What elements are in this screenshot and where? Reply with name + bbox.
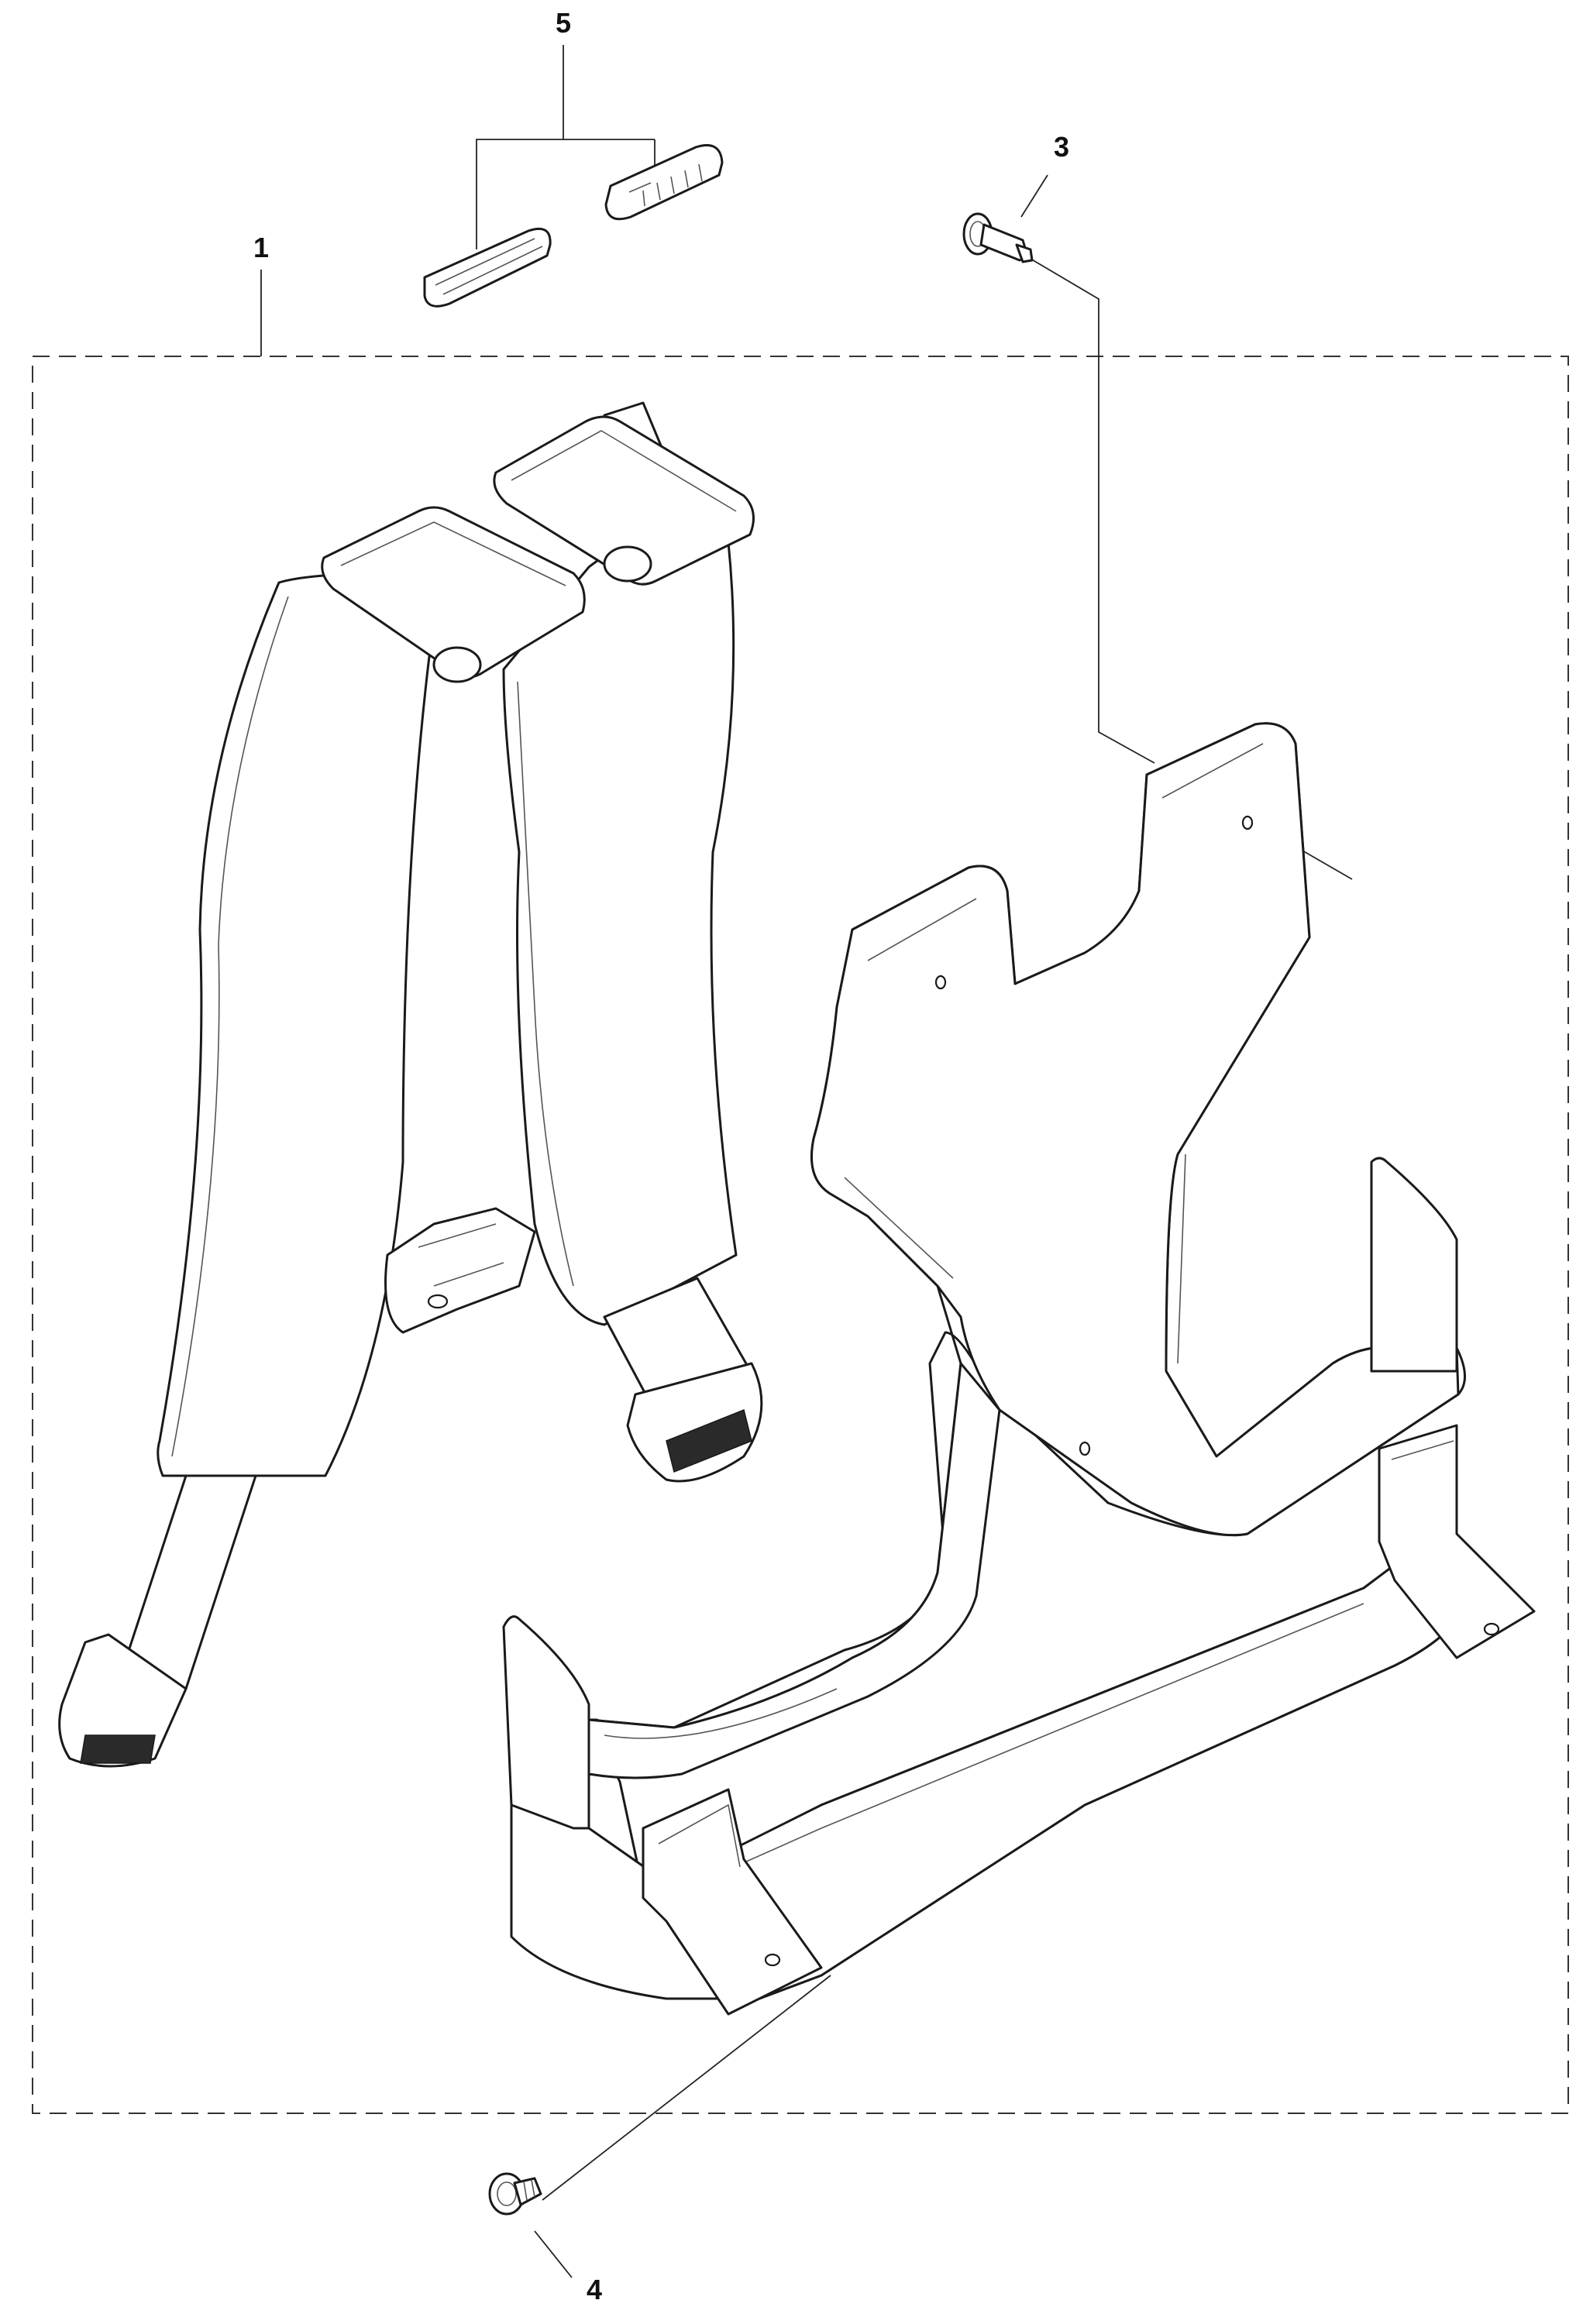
callout-3-label: 3	[1054, 131, 1069, 163]
pin-part-3	[962, 212, 1034, 263]
top-loop-right	[493, 415, 755, 586]
frame-hole-center	[1079, 1441, 1091, 1456]
frame-lower-band	[510, 1362, 1458, 2000]
strap-keeper-left	[423, 227, 552, 308]
buckle-left-teeth	[80, 1734, 156, 1764]
buckle-right	[626, 1362, 763, 1483]
frame-hole-upper-right	[1241, 815, 1254, 830]
harness-straps	[58, 401, 763, 1768]
kit-boundary	[32, 356, 1569, 2114]
screw-part-4	[488, 2172, 542, 2216]
support-frame	[502, 722, 1536, 2016]
callout-4-label: 4	[587, 2274, 602, 2305]
strap-keeper-right	[604, 144, 724, 221]
callout-5-label: 5	[556, 7, 571, 39]
center-buckle	[384, 1207, 536, 1334]
frame-hole-upper-left	[934, 975, 947, 990]
callout-1-label: 1	[253, 232, 269, 263]
frame-side-wall-right	[1370, 1157, 1458, 1373]
strap-keepers	[423, 144, 724, 308]
buckle-right-teeth	[666, 1408, 752, 1473]
foot-bracket-left-hole	[764, 1953, 781, 1967]
shoulder-pad-right	[502, 533, 738, 1326]
frame-upper-panel	[810, 722, 1460, 1537]
shoulder-pad-left	[157, 572, 435, 1477]
foot-bracket-right-hole	[1483, 1622, 1500, 1636]
frame-side-wall-left	[502, 1615, 590, 1830]
top-loop-left	[321, 506, 586, 679]
